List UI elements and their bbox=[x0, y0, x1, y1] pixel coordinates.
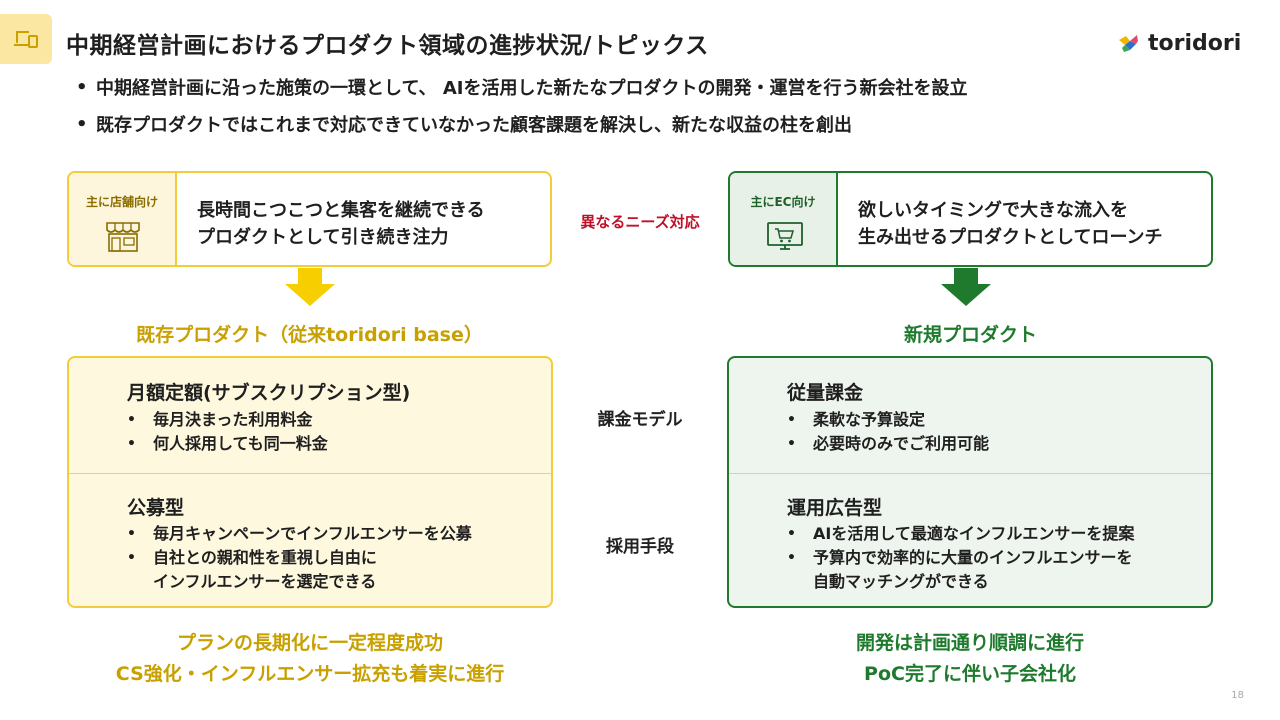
recruit-method-list: •毎月キャンペーンでインフルエンサーを公募 •自社との親和性を重視し自由に イン… bbox=[127, 522, 472, 594]
billing-model-heading: 月額定額(サブスクリプション型) bbox=[127, 382, 411, 404]
new-product-title: 新規プロダクト bbox=[903, 324, 1037, 346]
recruit-method-row-label: 採用手段 bbox=[606, 537, 674, 557]
billing-model-row-label: 課金モデル bbox=[597, 410, 683, 430]
list-item: •毎月決まった利用料金 bbox=[127, 410, 313, 429]
list-item: •予算内で効率的に大量のインフルエンサーを 自動マッチングができる bbox=[787, 548, 1133, 591]
ec-target-card: 主にEC向け 欲しいタイミングで大きな流入を 生み出せるプロダクトとしてローンチ bbox=[728, 171, 1213, 267]
billing-model-heading: 従量課金 bbox=[787, 382, 864, 404]
devices-icon bbox=[14, 31, 38, 48]
list-item: •柔軟な予算設定 bbox=[787, 410, 926, 429]
logo-text: toridori bbox=[1148, 30, 1242, 56]
billing-model-list: •柔軟な予算設定 •必要時のみでご利用可能 bbox=[787, 408, 989, 456]
store-tag-label: 主に店舗向け bbox=[85, 195, 158, 209]
different-needs-label: 異なるニーズ対応 bbox=[580, 213, 700, 231]
existing-product-result: プランの長期化に一定程度成功 CS強化・インフルエンサー拡充も着実に進行 bbox=[115, 632, 505, 685]
existing-product-panel: 月額定額(サブスクリプション型) •毎月決まった利用料金 •何人採用しても同一料… bbox=[67, 356, 553, 608]
ec-tag-label: 主にEC向け bbox=[750, 195, 816, 209]
divider bbox=[729, 473, 1211, 474]
computer-cart-icon bbox=[767, 222, 803, 250]
store-card-text: 長時間こつこつと集客を継続できる プロダクトとして引き続き注力 bbox=[197, 200, 485, 248]
list-item: •AIを活用して最適なインフルエンサーを提案 bbox=[787, 524, 1135, 543]
recruit-method-heading: 公募型 bbox=[127, 497, 185, 519]
billing-model-list: •毎月決まった利用料金 •何人採用しても同一料金 bbox=[127, 408, 328, 456]
store-tag-cell: 主に店舗向け bbox=[69, 173, 177, 265]
summary-bullet-1: •中期経営計画に沿った施策の一環として、 AIを活用した新たなプロダクトの開発・… bbox=[76, 76, 968, 100]
ec-tag-cell: 主にEC向け bbox=[730, 173, 838, 265]
recruit-method-heading: 運用広告型 bbox=[787, 497, 883, 519]
summary-bullet-2: •既存プロダクトではこれまで対応できていなかった顧客課題を解決し、新たな収益の柱… bbox=[76, 113, 852, 137]
down-arrow-green-icon bbox=[941, 268, 991, 306]
page-number: 18 bbox=[1231, 690, 1244, 701]
existing-product-title: 既存プロダクト（従来toridori base） bbox=[136, 324, 483, 346]
page-title: 中期経営計画におけるプロダクト領域の進捗状況/トピックス bbox=[66, 33, 709, 59]
new-product-panel: 従量課金 •柔軟な予算設定 •必要時のみでご利用可能 運用広告型 •AIを活用し… bbox=[727, 356, 1213, 608]
list-item: •必要時のみでご利用可能 bbox=[787, 434, 990, 453]
slide-icon-box bbox=[0, 14, 52, 64]
down-arrow-yellow-icon bbox=[285, 268, 335, 306]
divider bbox=[69, 473, 551, 474]
list-item: •毎月キャンペーンでインフルエンサーを公募 bbox=[127, 524, 472, 543]
store-target-card: 主に店舗向け 長時間こつこつと集客を継続できる プロダクトとして引き続き注力 bbox=[67, 171, 552, 267]
new-product-result: 開発は計画通り順調に進行 PoC完了に伴い子会社化 bbox=[855, 632, 1084, 685]
ec-card-text: 欲しいタイミングで大きな流入を 生み出せるプロダクトとしてローンチ bbox=[858, 200, 1163, 248]
recruit-method-list: •AIを活用して最適なインフルエンサーを提案 •予算内で効率的に大量のインフルエ… bbox=[787, 522, 1134, 594]
list-item: •何人採用しても同一料金 bbox=[127, 434, 328, 453]
logo: toridori bbox=[1116, 28, 1241, 58]
list-item: •自社との親和性を重視し自由に インフルエンサーを選定できる bbox=[127, 548, 377, 591]
bird-logo-icon bbox=[1119, 35, 1138, 52]
store-icon bbox=[106, 222, 140, 252]
